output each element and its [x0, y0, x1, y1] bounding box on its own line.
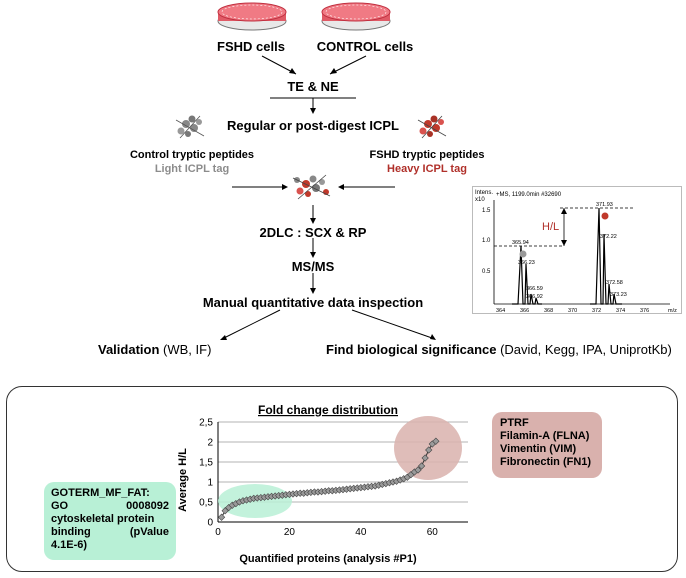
peak-label-1: 365.94 [512, 240, 529, 246]
heavy-tag-label: Heavy ICPL tag [387, 163, 467, 175]
low-fold-highlight [218, 484, 292, 518]
go-term-binding: binding [51, 526, 91, 538]
x-tick-label: 20 [284, 527, 296, 538]
y-tick-label: 1 [207, 478, 213, 489]
chart-ticks: 0 0,5 1 1,5 2 2,5 0 20 40 60 [199, 418, 438, 539]
x-tick-label: 40 [355, 527, 367, 538]
mixed-peptide-icon [292, 174, 331, 200]
x-tick-label: 0 [215, 527, 221, 538]
y-tick-15: 1.5 [482, 208, 491, 214]
fshd-cells-label: FSHD cells [217, 39, 285, 54]
mz-label: m/z [668, 308, 677, 314]
significance-bold: Find biological significance [326, 342, 497, 357]
validation-methods: (WB, IF) [163, 342, 212, 357]
protein-item: Filamin-A (FLNA) [500, 430, 590, 442]
x-tick-368: 368 [544, 308, 553, 314]
go-term-box: GOTERM_MF_FAT: GO 0008092 cytoskeletal pr… [44, 482, 176, 560]
hl-ratio-label: H/L [542, 221, 559, 233]
data-point [421, 454, 429, 462]
y-tick-label: 2 [207, 438, 213, 449]
peak-label-3: 366.59 [526, 286, 543, 292]
go-term-pvalue: (pValue [129, 526, 169, 538]
protein-item: Fibronectin (FN1) [500, 456, 592, 468]
peak-label-2: 366.23 [518, 260, 535, 266]
x-tick-370: 370 [568, 308, 577, 314]
significance-label: Find biological significance (David, Keg… [326, 342, 672, 357]
y-tick-label: 1,5 [199, 458, 213, 469]
y-tick-05: 0.5 [482, 269, 491, 275]
x-tick-372: 372 [592, 308, 601, 314]
go-term-line1: GOTERM_MF_FAT: [51, 487, 150, 499]
te-ne-label: TE & NE [287, 79, 339, 94]
data-point [425, 446, 433, 454]
protein-item: PTRF [500, 417, 529, 429]
chart-ylabel: Average H/L [177, 448, 189, 512]
inspection-label: Manual quantitative data inspection [202, 295, 424, 310]
peak-label-4: 366.92 [526, 294, 543, 300]
icpl-label: Regular or post-digest ICPL [227, 118, 399, 133]
validation-bold: Validation [98, 342, 160, 357]
peak-label-5: 371.93 [596, 202, 613, 208]
msms-label: MS/MS [291, 259, 335, 274]
y-tick-label: 0 [207, 518, 213, 529]
intens-label: Intens. [475, 190, 493, 196]
lc-label: 2DLC : SCX & RP [259, 225, 367, 240]
go-term-line2: GO 0008092 [51, 500, 169, 513]
light-peak-marker [519, 250, 527, 258]
control-dish-icon [321, 2, 391, 31]
peak-label-8: 373.23 [610, 292, 627, 298]
x-tick-374: 374 [616, 308, 625, 314]
heavy-peptide-icon [417, 115, 447, 139]
protein-item: Vimentin (VIM) [500, 443, 577, 455]
peak-label-6: 372.22 [600, 234, 617, 240]
fold-change-panel [6, 386, 678, 572]
ms-header: +MS, 1199.0min #32690 [496, 192, 562, 198]
go-term-go: GO [51, 500, 69, 512]
go-term-line5: 4.1E-6) [51, 539, 88, 551]
chart-series [217, 437, 440, 521]
validation-label: Validation (WB, IF) [98, 342, 211, 357]
data-point [432, 437, 440, 445]
data-point [417, 462, 426, 470]
fshd-peptides-label: FSHD tryptic peptides [369, 149, 485, 161]
ms-spectrum: Intens. x10 +MS, 1199.0min #32690 1.5 1.… [472, 186, 682, 314]
go-term-line4: binding (pValue [51, 526, 169, 539]
significance-tools: (David, Kegg, IPA, UniprotKb) [500, 342, 672, 357]
x-tick-366: 366 [520, 308, 529, 314]
control-peptides-label: Control tryptic peptides [129, 149, 255, 161]
y-tick-label: 2,5 [199, 418, 213, 429]
chart-xlabel: Quantified proteins (analysis #P1) [239, 553, 417, 565]
go-term-line3: cytoskeletal protein [51, 513, 155, 525]
go-term-id: 0008092 [126, 500, 169, 512]
fshd-dish-icon [217, 2, 287, 31]
light-peptide-icon [175, 115, 205, 139]
protein-list-box: PTRF Filamin-A (FLNA) Vimentin (VIM) Fib… [492, 412, 602, 478]
light-tag-label: Light ICPL tag [154, 163, 230, 175]
y-tick-10: 1.0 [482, 238, 491, 244]
fold-change-chart: Fold change distribution Quantified prot… [177, 403, 468, 565]
heavy-peak-marker [601, 212, 609, 220]
chart-title: Fold change distribution [258, 403, 398, 417]
workflow-graphics [175, 2, 447, 340]
peak-label-7: 372.58 [606, 280, 623, 286]
x10-label: x10 [475, 197, 485, 203]
x-tick-376: 376 [640, 308, 649, 314]
control-cells-label: CONTROL cells [316, 39, 414, 54]
x-tick-label: 60 [427, 527, 439, 538]
data-point [217, 513, 226, 521]
y-tick-label: 0,5 [199, 498, 213, 509]
data-point [414, 466, 422, 474]
x-tick-364: 364 [496, 308, 505, 314]
